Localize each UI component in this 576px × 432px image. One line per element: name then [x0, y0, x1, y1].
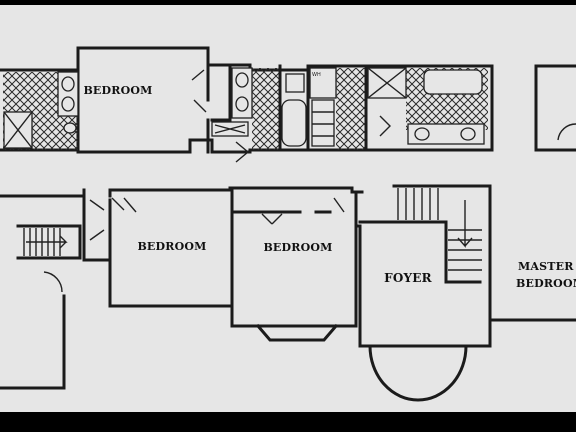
- sink-icon: [414, 127, 430, 141]
- bay-window: [255, 323, 339, 342]
- linen-closet: [311, 99, 335, 147]
- upper-wing: WH: [0, 46, 576, 163]
- bathtub-icon: [423, 69, 483, 95]
- closet-door-swing: [89, 199, 105, 241]
- bathtub-icon: [281, 99, 307, 147]
- door-swing-icon: [333, 197, 345, 213]
- room-label-bedroom-middle: BEDROOM: [263, 241, 332, 254]
- closet-door-swing: [111, 197, 137, 213]
- stair-arrow-icon: [26, 235, 68, 249]
- stairs-left: [23, 228, 68, 256]
- stair-arrow-icon: [457, 200, 473, 248]
- room-label-bedroom-top: BEDROOM: [83, 84, 152, 97]
- toilet-icon: [285, 73, 305, 93]
- lower-wing: [0, 184, 576, 402]
- tile-hatch-icon: [336, 68, 366, 150]
- tile-hatch-icon: [252, 68, 280, 150]
- toilet-icon: [63, 122, 77, 134]
- door-swing-icon: [557, 123, 576, 141]
- room-label-master-line1: MASTER: [518, 260, 574, 273]
- washer: [309, 67, 337, 99]
- closet-door-swing: [191, 69, 207, 113]
- door-swing-icon: [43, 271, 63, 293]
- room-label-bedroom-left: BEDROOM: [137, 240, 206, 253]
- room-label-master-line2: BEDROOM: [516, 277, 576, 290]
- closet-door-swing: [261, 213, 283, 225]
- sink-icon: [61, 76, 75, 92]
- sink-icon: [235, 96, 249, 112]
- door-swing-icon: [379, 115, 391, 137]
- entry-bay: [368, 344, 468, 402]
- top-frame: [0, 0, 576, 5]
- bottom-frame: [0, 412, 576, 432]
- door-swing-icon: [235, 141, 250, 163]
- room-label-foyer: FOYER: [384, 271, 432, 285]
- stairs-foyer: [397, 188, 482, 271]
- sink-icon: [235, 72, 249, 88]
- sink-icon: [460, 127, 476, 141]
- sink-icon: [61, 96, 75, 112]
- washer-mark: WH: [312, 72, 321, 78]
